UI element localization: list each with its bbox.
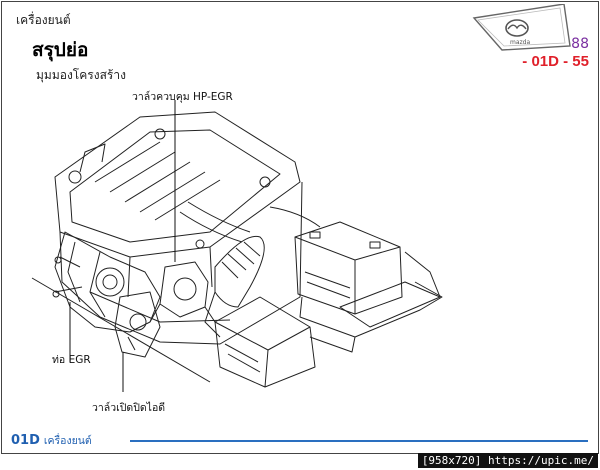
- page-title: สรุปย่อ: [32, 39, 89, 61]
- callout-hp-egr-valve: วาล์วควบคุม HP-EGR: [132, 91, 233, 103]
- page-subtitle: มุมมองโครงสร้าง: [36, 68, 126, 82]
- footer-section-code: 01D: [11, 433, 40, 448]
- callout-egr-pipe: ท่อ EGR: [52, 354, 91, 366]
- watermark: [958x720] https://upic.me/: [417, 453, 598, 468]
- mazda-logo-icon: mazda: [472, 4, 571, 51]
- engine-structure-illustration: [31, 100, 443, 392]
- section-name: เครื่องยนต์: [16, 13, 71, 27]
- footer-section-label: เครื่องยนต์: [43, 435, 92, 447]
- brand-text: mazda: [510, 39, 530, 46]
- page-code: - 01D - 55: [522, 53, 589, 70]
- page-number: 88: [571, 36, 589, 52]
- footer-divider: [130, 440, 588, 442]
- manual-page: เครื่องยนต์ สรุปย่อ มุมมองโครงสร้าง mazd…: [1, 1, 599, 454]
- callout-bypass-valve: วาล์วเปิดปิดไอดี: [92, 402, 166, 414]
